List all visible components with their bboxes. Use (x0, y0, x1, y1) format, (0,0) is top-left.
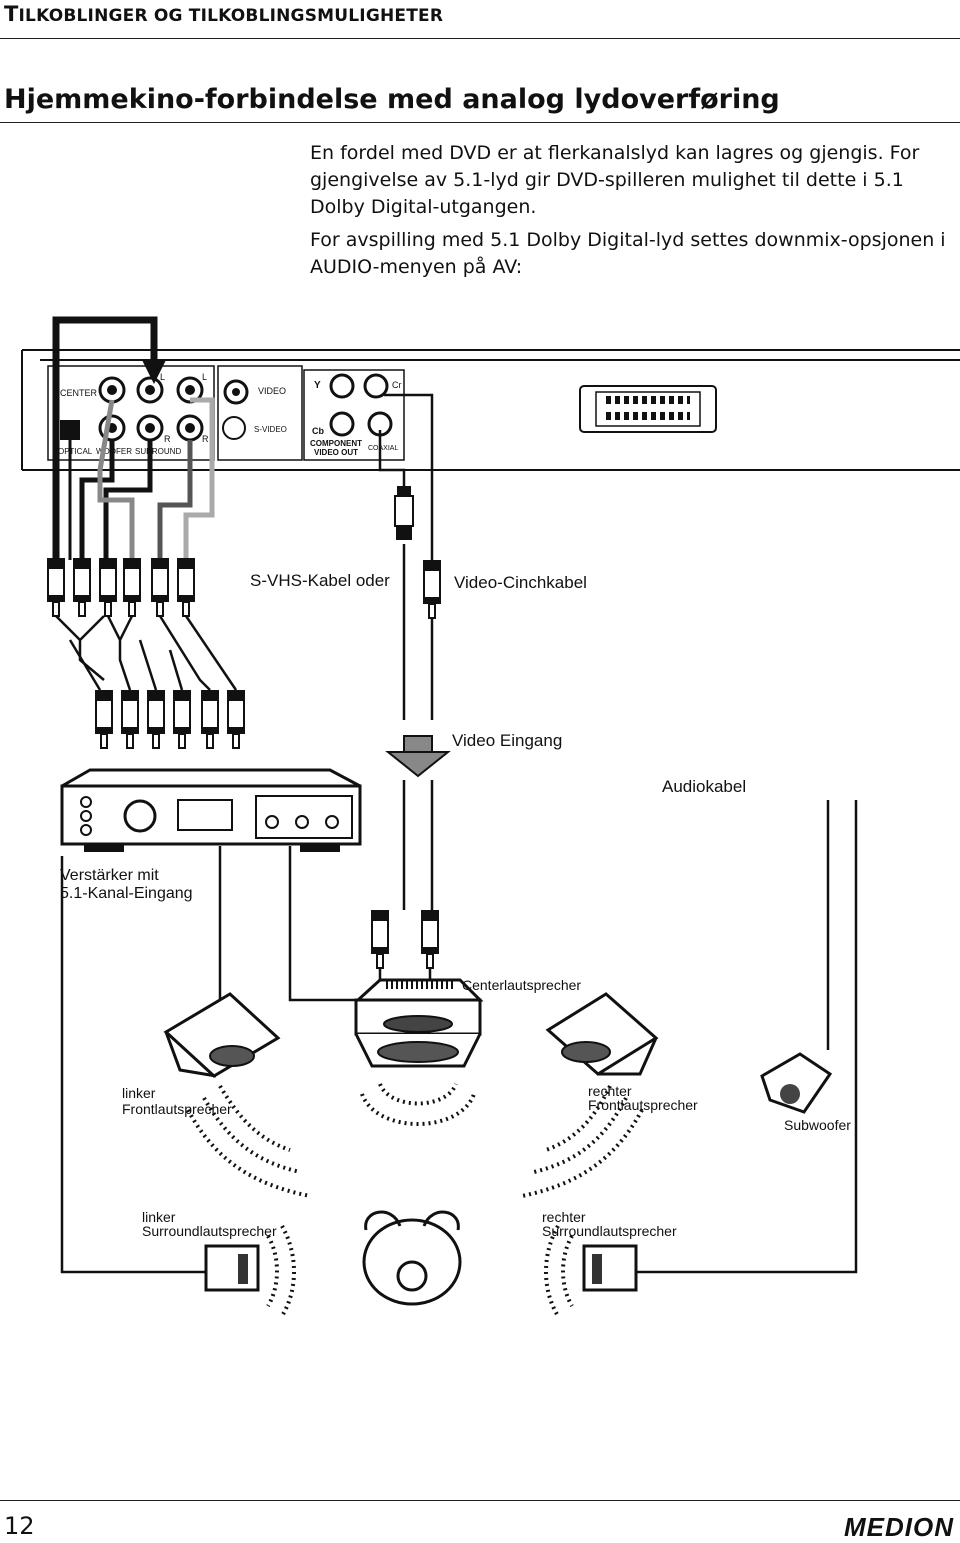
surround-left-label-2: Surroundlautsprecher (142, 1223, 277, 1239)
front-left-label-2: Frontlautsprecher (122, 1101, 232, 1117)
input-arrows (52, 316, 166, 560)
video-cinch-plug (422, 559, 442, 619)
label-r1: R (164, 434, 171, 444)
label-cr: Cr (392, 380, 402, 390)
label-r2: R (202, 434, 209, 444)
audio-cable-bundle (68, 397, 215, 560)
center-plug-left (370, 909, 390, 969)
label-cb: Cb (312, 426, 324, 436)
front-left-speaker (163, 992, 281, 1078)
label-l1: L (160, 372, 165, 382)
cinch-label: Video-Cinchkabel (454, 573, 587, 592)
subwoofer-speaker (760, 1052, 833, 1114)
label-l2: L (202, 372, 207, 382)
surround-right-label-2: Surroundlautsprecher (542, 1223, 677, 1239)
video-jacks (222, 373, 393, 440)
heading-rule (0, 122, 960, 123)
surround-right-label-1: rechter (542, 1209, 586, 1225)
label-coaxial: COAXIAL (368, 445, 398, 452)
intro-paragraph-2: For avspilling med 5.1 Dolby Digital-lyd… (310, 229, 946, 278)
dvd-audio-plugs (46, 557, 196, 617)
crossing-cables (55, 615, 238, 691)
video-input-label: Video Eingang (452, 731, 562, 750)
audio-cable-label: Audiokabel (662, 777, 746, 796)
label-video: VIDEO (258, 386, 286, 396)
subwoofer-label: Subwoofer (784, 1117, 851, 1133)
footer-rule (0, 1500, 960, 1501)
surround-left-label-1: linker (142, 1209, 176, 1225)
listener-figure (362, 1210, 462, 1306)
label-center: CENTER (60, 388, 98, 398)
amp-audio-plugs (94, 689, 246, 749)
svhs-label: S-VHS-Kabel oder (250, 571, 390, 590)
intro-text: En fordel med DVD er at flerkanalslyd ka… (310, 140, 950, 287)
brand-logo: MEDION (844, 1512, 954, 1542)
center-speaker-label: Centerlautsprecher (462, 977, 581, 993)
label-y: Y (314, 380, 321, 391)
scart-connector (579, 385, 717, 433)
video-input-arrow (385, 735, 451, 778)
dvd-rear-panel: CENTER OPTICAL WOOFER SURROUND L L R R V… (21, 349, 960, 471)
page-number: 12 (4, 1512, 35, 1540)
label-svideo: S-VIDEO (254, 425, 287, 434)
label-surround: SURROUND (135, 447, 181, 456)
header-rule (0, 38, 960, 39)
sound-waves (186, 1083, 644, 1318)
video-cables (378, 393, 434, 910)
section-title: TILKOBLINGER OG TILKOBLINGSMULIGHETER (4, 2, 444, 26)
svhs-plug (394, 486, 414, 540)
surround-right-speaker (582, 1244, 638, 1292)
amplifier (60, 768, 362, 852)
amplifier-label-2: 5.1-Kanal-Eingang (60, 885, 193, 902)
label-video-out: VIDEO OUT (314, 448, 358, 457)
amplifier-label-1: Verstärker mit (60, 867, 159, 884)
front-right-label-1: rechter (588, 1083, 632, 1099)
front-right-label-2: Frontlautsprecher (588, 1097, 698, 1113)
front-right-speaker (545, 992, 659, 1076)
center-plug-right (420, 909, 440, 969)
label-component: COMPONENT (310, 439, 362, 448)
label-optical: OPTICAL (58, 447, 93, 456)
center-speaker (354, 978, 484, 1068)
page-heading: Hjemmekino-forbindelse med analog lydove… (4, 84, 780, 115)
surround-left-speaker (204, 1244, 260, 1292)
front-left-label-1: linker (122, 1085, 156, 1101)
intro-paragraph-1: En fordel med DVD er at flerkanalslyd ka… (310, 142, 920, 218)
